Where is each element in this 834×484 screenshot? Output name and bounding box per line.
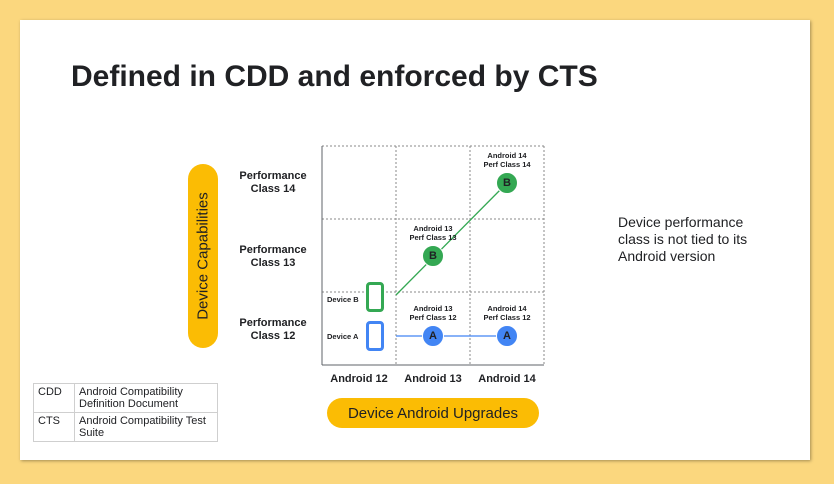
- cell-b14-line2: Perf Class 14: [483, 160, 531, 169]
- cell-a14-label: Android 14 Perf Class 12: [472, 304, 542, 322]
- device-b-phone-icon: [366, 282, 384, 312]
- node-a-14: A: [496, 325, 518, 347]
- legend-row: CTS Android Compatibility Test Suite: [33, 412, 218, 442]
- cell-b14-line1: Android 14: [487, 151, 527, 160]
- abbreviation-legend: CDD Android Compatibility Definition Doc…: [33, 383, 218, 442]
- side-note: Device performance class is not tied to …: [618, 214, 748, 264]
- device-b-label: Device B: [327, 295, 359, 304]
- device-a-phone-icon: [366, 321, 384, 351]
- legend-definition: Android Compatibility Definition Documen…: [74, 383, 218, 413]
- cell-b13-line2: Perf Class 13: [409, 233, 457, 242]
- cell-a13-label: Android 13 Perf Class 12: [398, 304, 468, 322]
- legend-row: CDD Android Compatibility Definition Doc…: [33, 383, 218, 413]
- cell-a13-line1: Android 13: [413, 304, 453, 313]
- cell-a14-line1: Android 14: [487, 304, 527, 313]
- legend-definition: Android Compatibility Test Suite: [74, 412, 218, 442]
- node-a-13: A: [422, 325, 444, 347]
- grid: [321, 145, 545, 366]
- device-b-path: [395, 182, 508, 296]
- cell-b14-label: Android 14 Perf Class 14: [472, 151, 542, 169]
- column-label-android-12: Android 12: [330, 373, 388, 385]
- y-axis-pill: Device Capabilities: [188, 164, 218, 348]
- row-label-perf-12: Performance Class 12: [239, 317, 307, 342]
- slide-title: Defined in CDD and enforced by CTS: [71, 60, 598, 93]
- x-axis-pill: Device Android Upgrades: [327, 398, 539, 428]
- slide: Defined in CDD and enforced by CTS Devic…: [20, 20, 810, 460]
- legend-abbr: CDD: [33, 383, 75, 413]
- node-b-13: B: [422, 245, 444, 267]
- legend-abbr: CTS: [33, 412, 75, 442]
- column-label-android-13: Android 13: [404, 373, 462, 385]
- device-a-label: Device A: [327, 332, 359, 341]
- cell-b13-label: Android 13 Perf Class 13: [398, 224, 468, 242]
- node-b-14: B: [496, 172, 518, 194]
- cell-a14-line2: Perf Class 12: [483, 313, 531, 322]
- row-label-perf-14: Performance Class 14: [239, 170, 307, 195]
- cell-b13-line1: Android 13: [413, 224, 453, 233]
- column-label-android-14: Android 14: [478, 373, 536, 385]
- row-label-perf-13: Performance Class 13: [239, 244, 307, 269]
- cell-a13-line2: Perf Class 12: [409, 313, 457, 322]
